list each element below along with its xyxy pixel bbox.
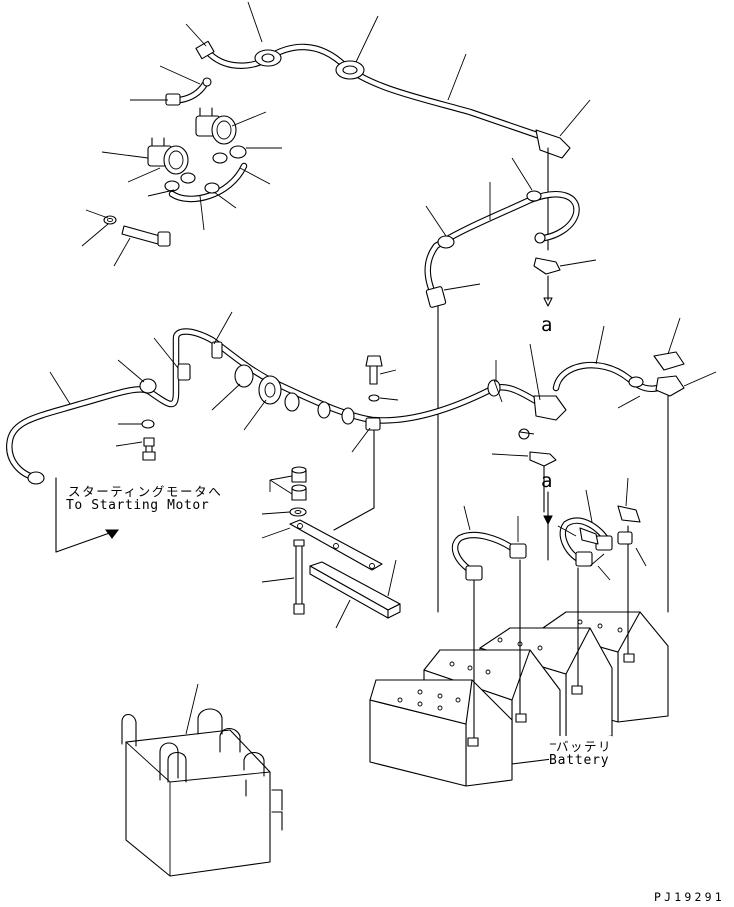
leader-lines-top-left [81, 1, 591, 267]
starting-motor-arrow [55, 477, 119, 553]
battery-hold-down-parts [261, 466, 401, 629]
drawing-number: PJ19291 [654, 890, 725, 904]
starting-motor-label-en: To Starting Motor [66, 498, 210, 513]
middle-cable-assembly [424, 157, 597, 613]
ref-mark-a-bottom: a [541, 470, 553, 492]
ref-mark-a-top: a [541, 314, 553, 336]
starting-motor-label-jp: スターティングモータへ [68, 484, 223, 499]
starting-motor-cable [6, 311, 717, 613]
battery-label-en: Battery [549, 753, 610, 768]
battery-jumper-cables [451, 477, 647, 581]
upper-cable-harness [195, 40, 571, 251]
battery-box [121, 683, 283, 877]
battery-bank [369, 525, 669, 787]
battery-relay-group [103, 77, 248, 247]
battery-label-jp: バッテリ [556, 736, 613, 755]
